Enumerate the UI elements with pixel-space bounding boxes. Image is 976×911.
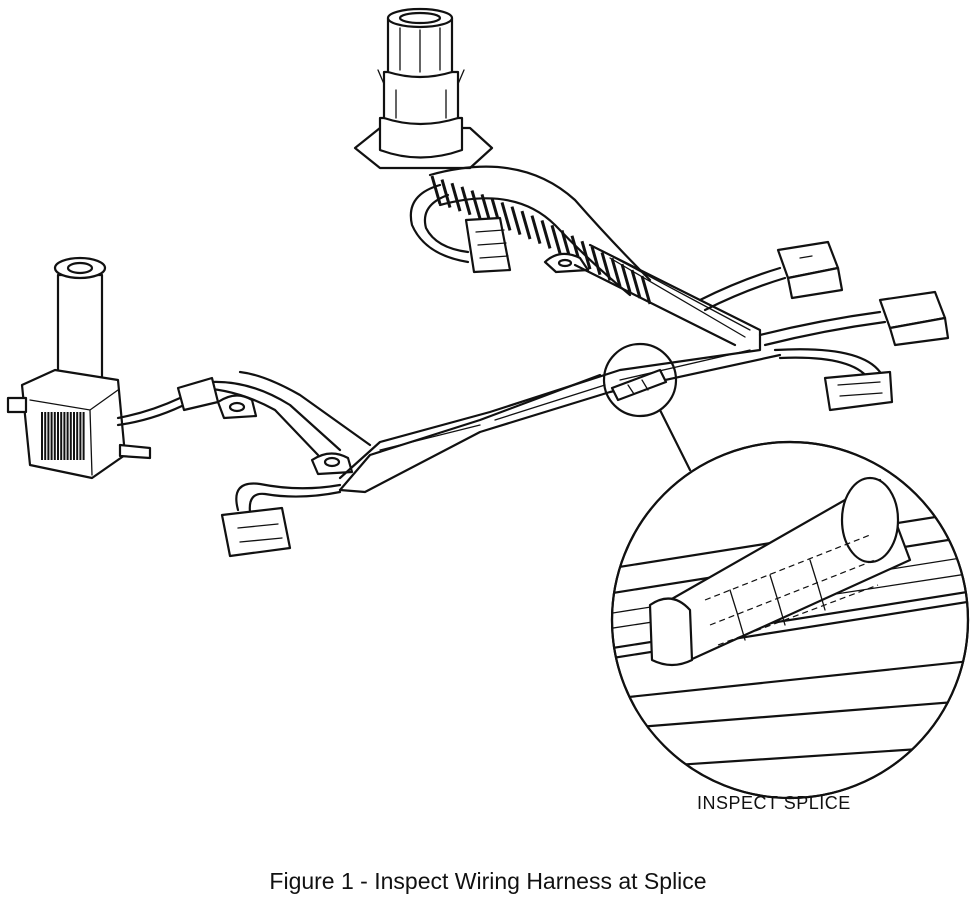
conduit-rib [440, 179, 452, 208]
conduit-rib [510, 206, 522, 236]
figure-caption: Figure 1 - Inspect Wiring Harness at Spl… [269, 868, 707, 894]
splice-ring [602, 342, 678, 418]
right-connectors [698, 240, 950, 412]
conduit-rib [590, 246, 602, 276]
conduit-rib [640, 275, 652, 305]
conduit-rib [460, 186, 472, 216]
conduit-rib [500, 201, 512, 231]
conduit-rib [550, 224, 562, 254]
conduit-rib [580, 240, 592, 270]
conduit-rib [470, 190, 482, 219]
conduit-rib [620, 263, 632, 293]
conduit-rib [610, 257, 622, 287]
loop-wires-top [409, 183, 512, 274]
conduit-rib [530, 215, 542, 245]
inspect-splice-label: INSPECT SPLICE [697, 793, 851, 813]
conduit-rib [600, 252, 612, 281]
mounting-tabs [216, 252, 590, 476]
conduit-rib [520, 210, 532, 240]
top-round-connector [353, 7, 494, 170]
main-harness-strip [193, 243, 782, 494]
conduit-rib [540, 219, 552, 249]
corrugated-conduit [428, 165, 652, 305]
magnified-splice-callout [610, 440, 970, 800]
left-solenoid [6, 256, 220, 480]
conduit-rib [450, 182, 462, 212]
callout-leader-line [658, 408, 692, 472]
bottom-left-connector [220, 482, 342, 558]
conduit-rib [630, 269, 642, 299]
